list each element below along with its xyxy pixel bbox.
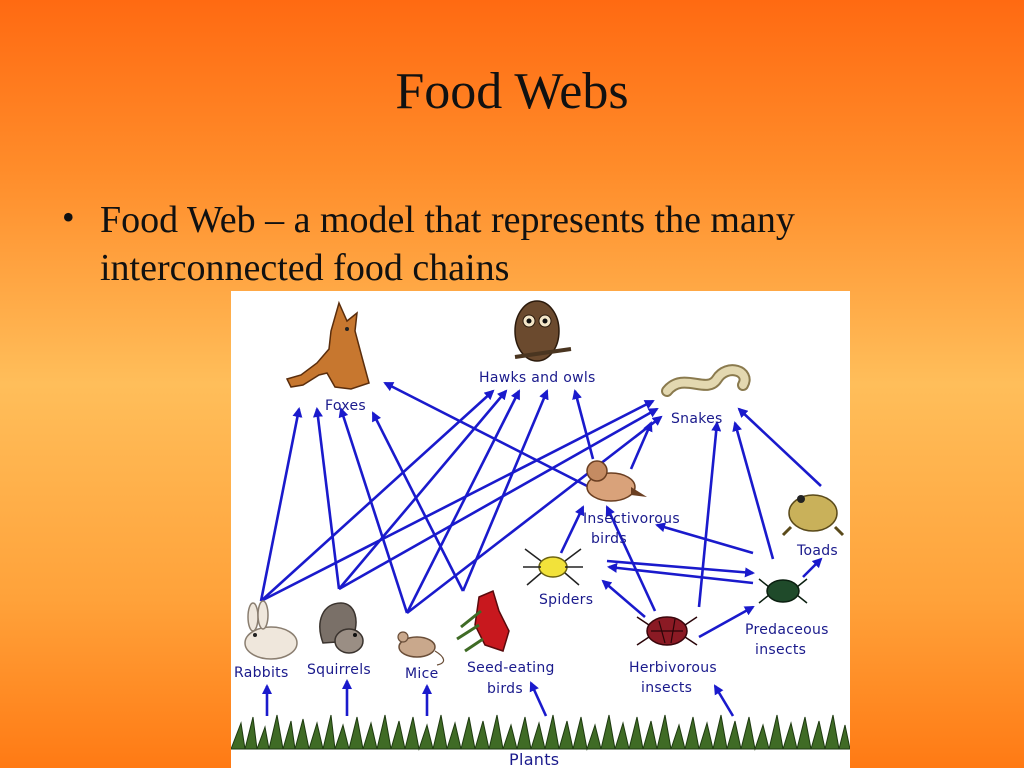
node-label-insectivorous-1: Insectivorous [583, 511, 680, 527]
node-label-predaceous-2: insects [755, 642, 806, 658]
arrow-insbirds-hawks [572, 389, 595, 460]
toad-icon [781, 494, 845, 537]
arrow-squirrels-foxes [313, 407, 341, 590]
node-label-foxes: Foxes [325, 398, 366, 414]
arrow-rabbits-hawks [260, 389, 495, 602]
arrow-spiders-insbirds [559, 505, 585, 554]
rabbit-icon [244, 600, 298, 660]
arrow-plants-seedbirds [529, 681, 548, 717]
arrow-pred-snakes [697, 421, 722, 608]
node-label-plants: Plants [509, 750, 559, 768]
arrow-spiders-predaceous [606, 559, 755, 578]
herbivorous-insect-icon [636, 616, 698, 646]
arrow-mice-foxes [338, 407, 409, 614]
arrow-squirrels-snakes [338, 407, 659, 591]
squirrel-icon [319, 602, 364, 654]
food-web-diagram: Foxes Hawks and owls Snakes Insectivorou… [231, 291, 850, 768]
spider-icon [523, 548, 583, 586]
arrow-mice-snakes [406, 415, 663, 615]
node-label-rabbits: Rabbits [234, 665, 289, 681]
node-label-herbivorous-2: insects [641, 680, 692, 696]
node-label-spiders: Spiders [539, 592, 593, 608]
arrow-mice-hawks [405, 389, 521, 614]
arrow-plants-herbivorous [713, 684, 735, 717]
node-label-insectivorous-2: birds [591, 531, 627, 547]
snake-icon [661, 364, 751, 397]
insectivorous-bird-icon [586, 460, 647, 502]
slide-title: Food Webs [395, 63, 629, 120]
arrow-toads-snakes [737, 407, 822, 487]
arrow-insbirds-snakes [629, 421, 653, 470]
arrow-pred-snakes-2 [732, 421, 775, 560]
cardinal-icon [456, 589, 510, 653]
arrow-herb-insbirds [605, 505, 657, 612]
predaceous-insect-icon [758, 578, 808, 604]
arrow-rabbits-foxes [259, 407, 303, 602]
arrow-pred-toads [802, 557, 823, 578]
fox-icon [285, 300, 370, 390]
node-label-seed-eating-2: birds [487, 681, 523, 697]
arrow-herb-predaceous [698, 605, 755, 639]
node-label-toads: Toads [796, 543, 838, 559]
node-label-predaceous-1: Predaceous [745, 622, 829, 638]
mouse-icon [397, 631, 445, 666]
owl-icon [514, 300, 572, 362]
node-label-seed-eating-1: Seed-eating [467, 660, 555, 676]
bullet-icon: • [62, 197, 75, 237]
arrow-squirrels-hawks [338, 389, 508, 590]
arrow-insbirds-foxes [383, 381, 594, 491]
node-label-snakes: Snakes [671, 411, 723, 427]
food-web-arrows [259, 381, 823, 717]
node-label-mice: Mice [405, 666, 438, 682]
arrow-seedbirds-foxes [371, 411, 465, 592]
node-label-herbivorous-1: Herbivorous [629, 660, 717, 676]
node-label-hawks-owls: Hawks and owls [479, 370, 596, 386]
bullet-item: Food Web – a model that represents the m… [100, 199, 795, 289]
node-label-squirrels: Squirrels [307, 662, 371, 678]
arrow-pred-spiders [607, 562, 754, 585]
plants-grass-icon [231, 714, 850, 751]
arrow-seedbirds-hawks [461, 389, 549, 592]
arrow-herb-spiders [601, 579, 646, 618]
